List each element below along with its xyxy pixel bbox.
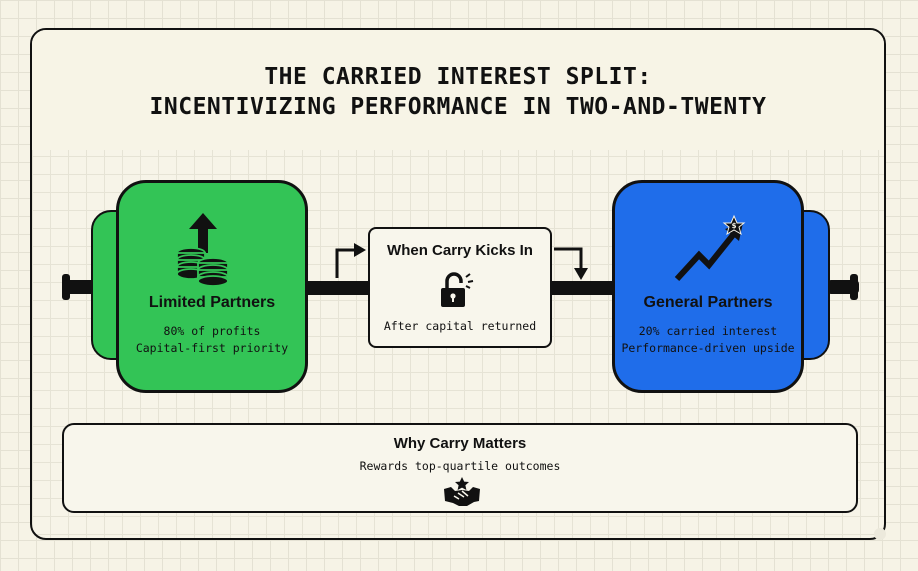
svg-text:$: $ bbox=[732, 222, 737, 230]
why-subtitle: Rewards top-quartile outcomes bbox=[359, 459, 561, 473]
arrow-into-carry-icon bbox=[335, 243, 366, 278]
trend-up-star-icon: $ bbox=[674, 214, 746, 282]
carry-subtitle: After capital returned bbox=[383, 319, 537, 333]
limited-partners-drum: Limited Partners 80% of profits Capital-… bbox=[116, 180, 308, 393]
gp-detail-1: 20% carried interest bbox=[638, 324, 778, 338]
title-band bbox=[32, 30, 884, 150]
page-title: THE CARRIED INTEREST SPLIT: INCENTIVIZIN… bbox=[32, 62, 884, 122]
lp-detail-1: 80% of profits bbox=[163, 324, 261, 338]
corner-mark bbox=[874, 528, 886, 540]
arrow-out-of-carry-icon bbox=[554, 247, 588, 280]
lp-detail-2: Capital-first priority bbox=[135, 341, 289, 355]
axle-cap-right bbox=[850, 274, 858, 300]
why-title: Why Carry Matters bbox=[393, 435, 527, 452]
handshake-star-icon bbox=[444, 477, 480, 506]
general-partners-drum: $ General Partners 20% carried interest … bbox=[612, 180, 804, 393]
why-carry-box: Why Carry Matters Rewards top-quartile o… bbox=[62, 423, 858, 513]
coins-up-arrow-icon bbox=[176, 213, 229, 287]
unlock-icon bbox=[441, 272, 474, 307]
title-line-2: INCENTIVIZING PERFORMANCE IN TWO-AND-TWE… bbox=[149, 94, 767, 120]
lp-name: Limited Partners bbox=[148, 294, 276, 311]
connector-bar-right bbox=[550, 281, 622, 295]
connector-bar-left bbox=[302, 281, 372, 295]
axle-left bbox=[63, 280, 99, 294]
gp-detail-2: Performance-driven upside bbox=[621, 341, 795, 355]
carry-trigger-box: When Carry Kicks In After capital return… bbox=[368, 227, 552, 348]
carry-title: When Carry Kicks In bbox=[387, 242, 533, 259]
infographic-card: THE CARRIED INTEREST SPLIT: INCENTIVIZIN… bbox=[30, 28, 886, 540]
gp-name: General Partners bbox=[643, 294, 773, 311]
title-line-1: THE CARRIED INTEREST SPLIT: bbox=[264, 64, 652, 90]
